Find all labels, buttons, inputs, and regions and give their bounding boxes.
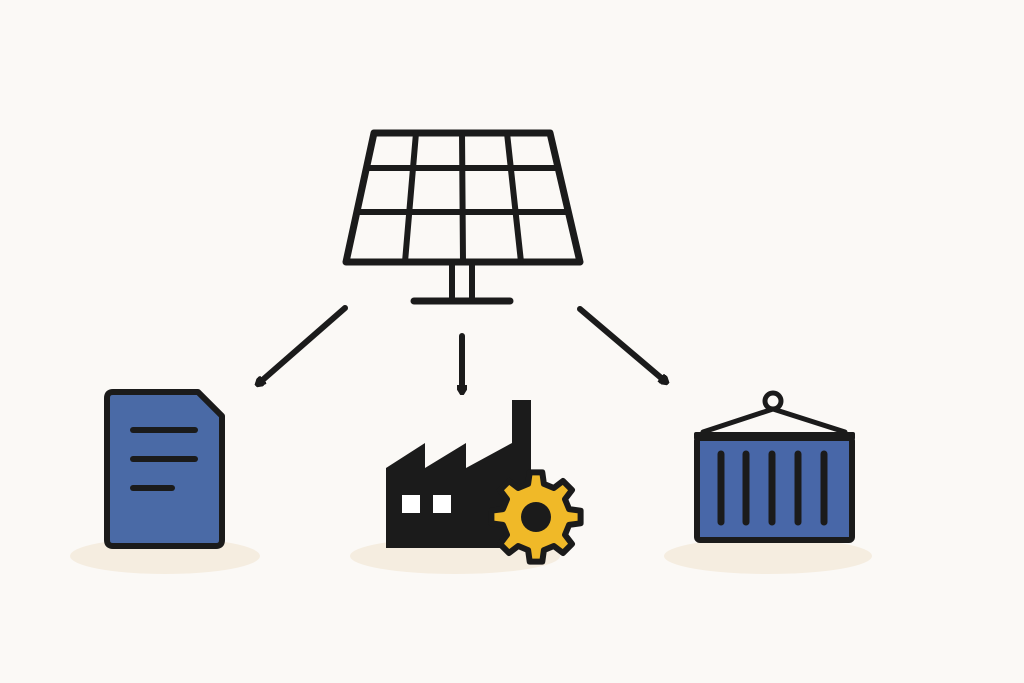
arrow-to-container: [577, 306, 666, 382]
factory-window: [433, 495, 451, 513]
diagram-arrows: [258, 305, 666, 395]
solar-panel-icon: [342, 129, 584, 305]
gear-icon: [488, 469, 584, 565]
document-icon: [104, 389, 225, 549]
factory-window: [402, 495, 420, 513]
container-shadow: [664, 538, 872, 574]
shipping-container-icon: [694, 390, 855, 543]
arrow-to-document: [258, 305, 348, 384]
factory-with-gear-icon: [386, 400, 584, 565]
